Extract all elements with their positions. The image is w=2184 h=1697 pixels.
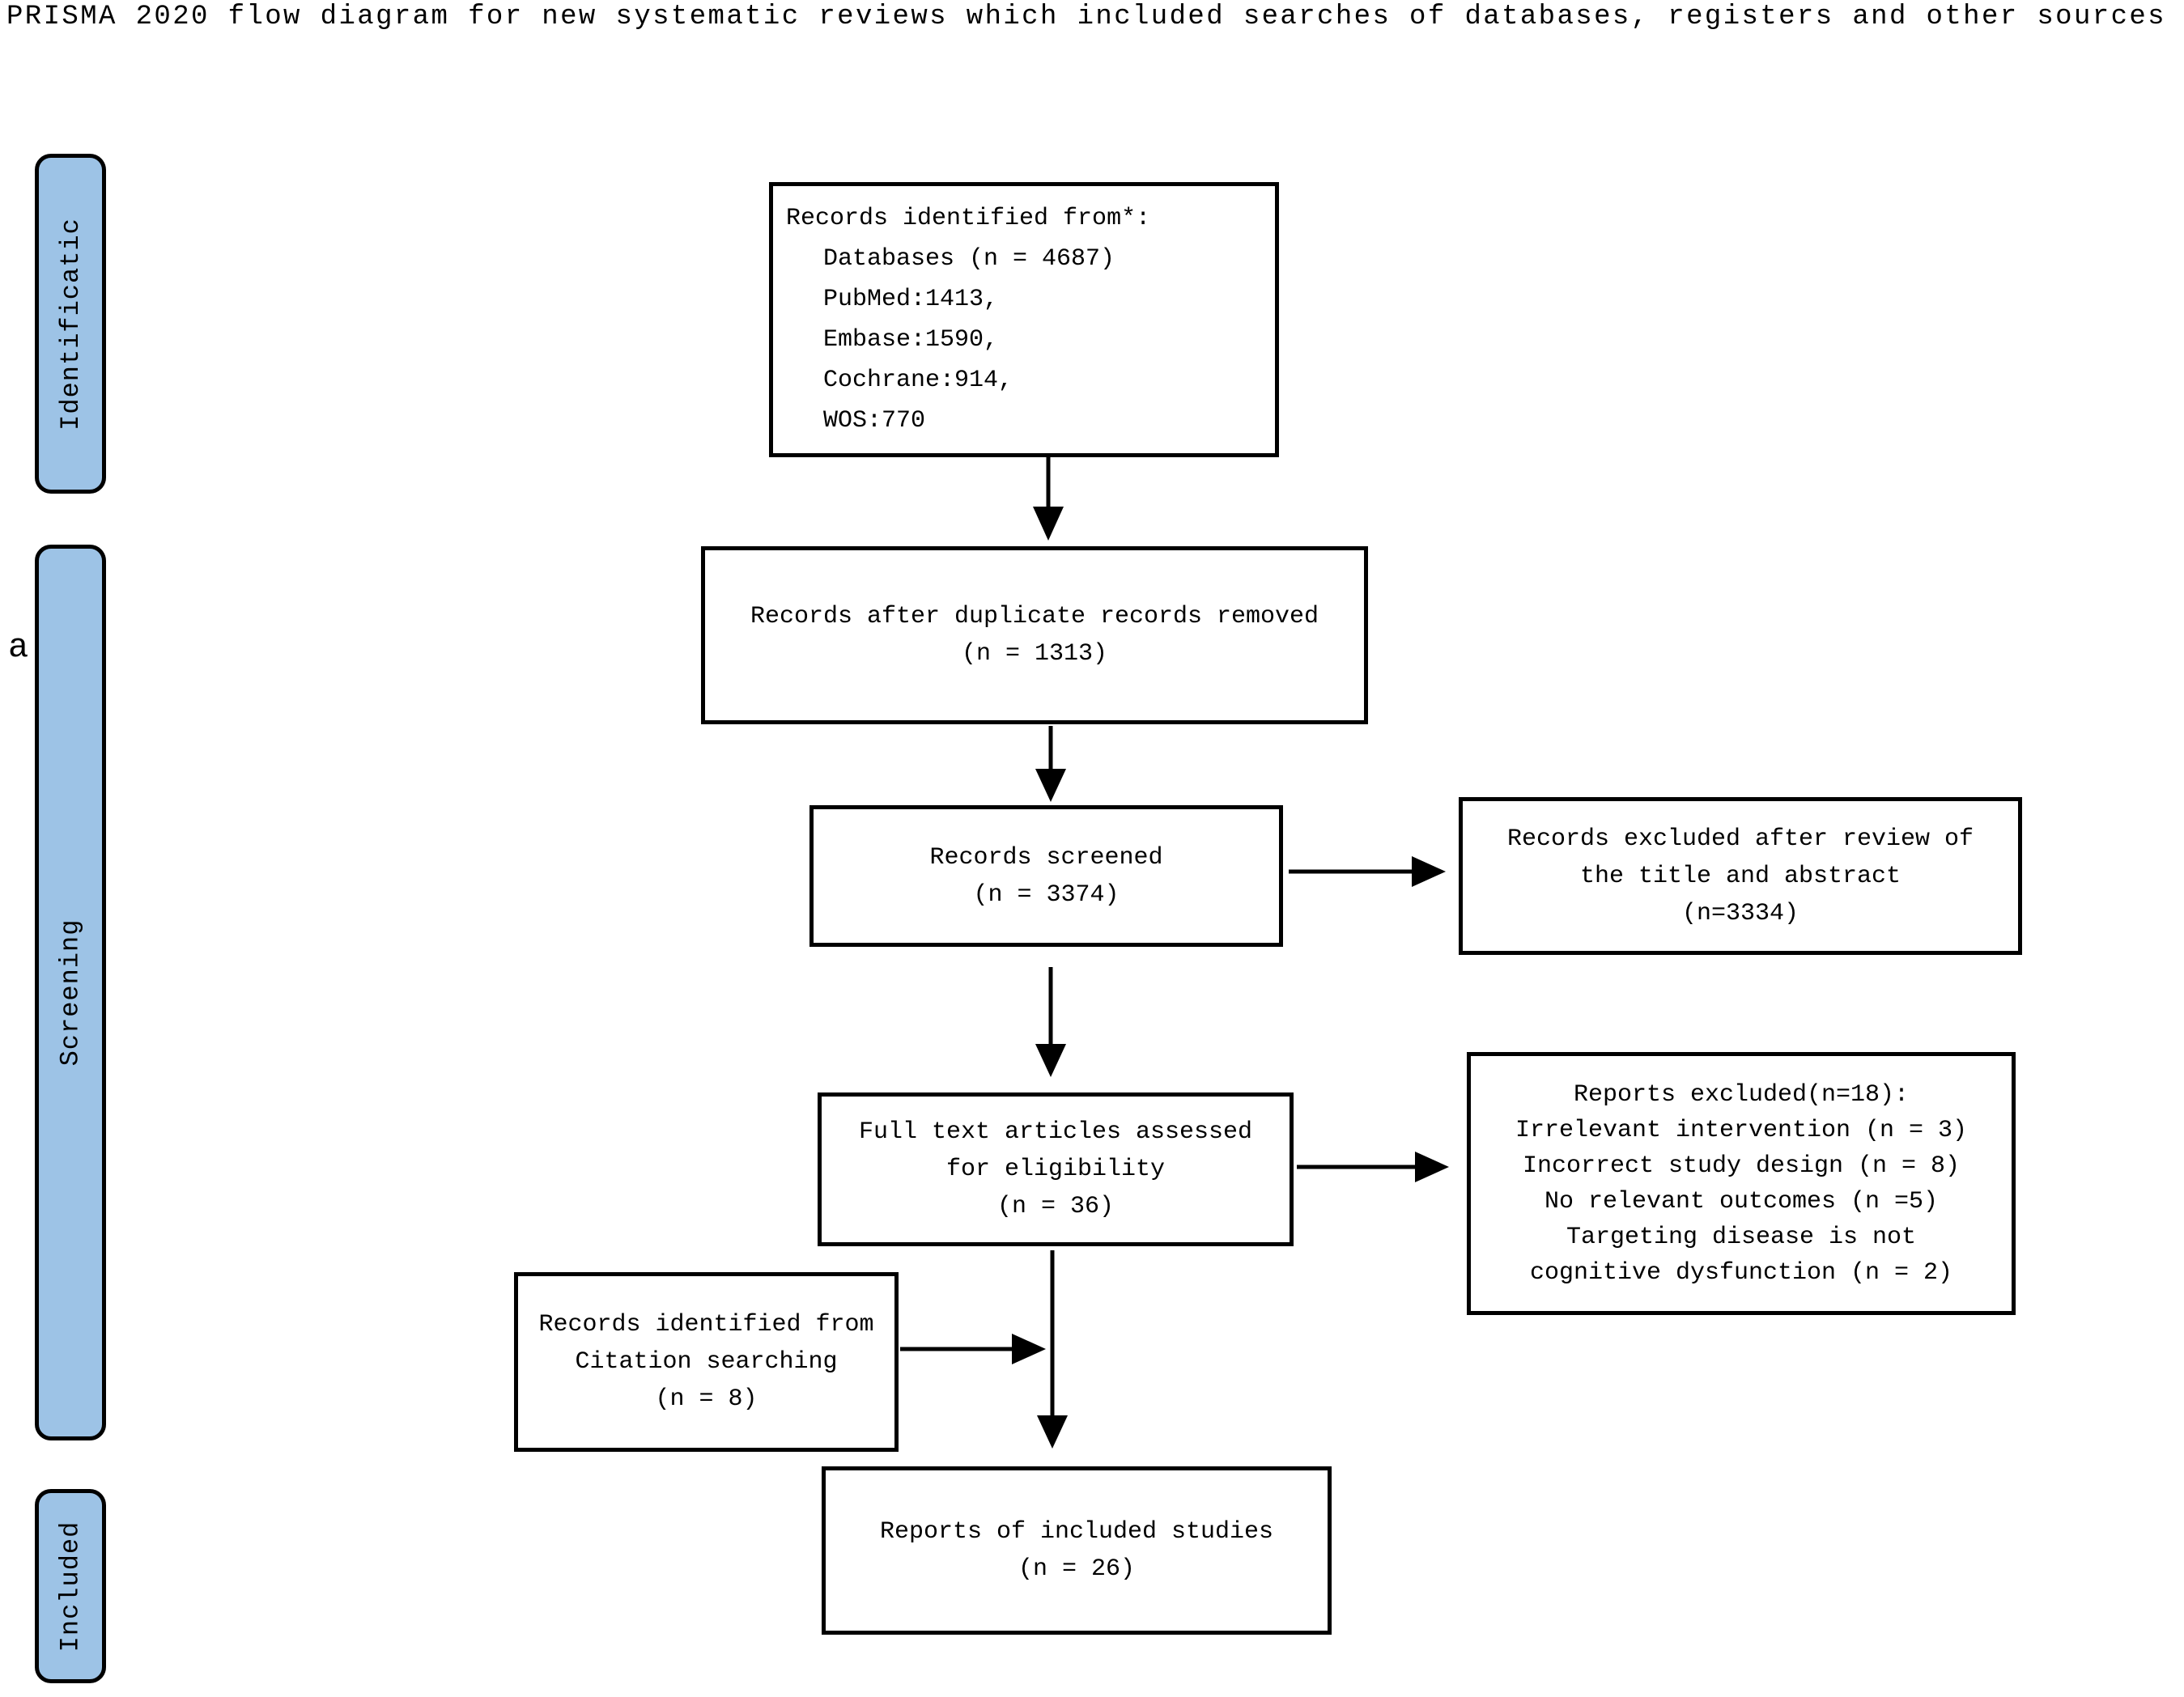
box-records-screened-line: (n = 3374) bbox=[973, 880, 1120, 909]
stage-bar-screening: Screening bbox=[35, 545, 106, 1440]
box-reports-excluded-line: No relevant outcomes (n =5) bbox=[1544, 1187, 1939, 1215]
arrow-screened-to-excluded-icon bbox=[1289, 856, 1446, 887]
box-duplicates-removed-line: Records after duplicate records removed bbox=[750, 603, 1319, 630]
box-fulltext-assessed-line: Full text articles assessed bbox=[858, 1118, 1253, 1146]
arrow-fulltext-to-reports-excluded-icon bbox=[1297, 1152, 1449, 1182]
box-records-excluded: Records excluded after review of the tit… bbox=[1459, 797, 2022, 955]
box-fulltext-assessed: Full text articles assessed for eligibil… bbox=[818, 1092, 1294, 1246]
box-records-excluded-line: Records excluded after review of bbox=[1506, 825, 1974, 853]
arrow-identified-to-duplicates-icon bbox=[1033, 457, 1064, 541]
box-records-identified-line: Embase:1590, bbox=[823, 326, 999, 354]
box-records-excluded-line: the title and abstract bbox=[1579, 862, 1901, 890]
box-reports-excluded-line: cognitive dysfunction (n = 2) bbox=[1529, 1258, 1953, 1287]
box-citation-searching-line: (n = 8) bbox=[655, 1385, 758, 1413]
box-reports-excluded-line: Reports excluded(n=18): bbox=[1573, 1080, 1910, 1109]
box-citation-searching-line: Records identified from bbox=[538, 1311, 874, 1339]
box-included-studies-line: (n = 26) bbox=[1018, 1555, 1136, 1583]
box-citation-searching-line: Citation searching bbox=[575, 1348, 838, 1376]
box-included-studies: Reports of included studies (n = 26) bbox=[822, 1466, 1332, 1635]
stage-bar-identification: Identificatic bbox=[35, 154, 106, 494]
box-duplicates-removed-line: (n = 1313) bbox=[961, 640, 1108, 668]
box-records-screened-line: Records screened bbox=[929, 843, 1163, 872]
arrow-fulltext-to-included-icon bbox=[1037, 1250, 1068, 1449]
arrow-duplicates-to-screened-icon bbox=[1035, 726, 1066, 802]
box-records-identified-line: Records identified from*: bbox=[786, 205, 1151, 232]
stage-label-screening: Screening bbox=[55, 919, 86, 1067]
box-included-studies-line: Reports of included studies bbox=[879, 1518, 1274, 1546]
box-reports-excluded: Reports excluded(n=18): Irrelevant inter… bbox=[1467, 1052, 2016, 1315]
stage-label-included: Included bbox=[55, 1521, 86, 1652]
box-reports-excluded-line: Irrelevant intervention (n = 3) bbox=[1515, 1116, 1968, 1144]
box-reports-excluded-line: Incorrect study design (n = 8) bbox=[1522, 1152, 1961, 1180]
box-duplicates-removed: Records after duplicate records removed … bbox=[701, 546, 1368, 724]
box-records-screened: Records screened (n = 3374) bbox=[809, 805, 1283, 947]
box-fulltext-assessed-line: for eligibility bbox=[945, 1156, 1166, 1183]
box-records-identified-line: Databases (n = 4687) bbox=[823, 245, 1115, 273]
arrow-screened-to-fulltext-icon bbox=[1035, 967, 1066, 1077]
box-reports-excluded-line: Targeting disease is not bbox=[1566, 1223, 1917, 1251]
box-records-identified-line: WOS:770 bbox=[823, 407, 926, 435]
stage-bar-included: Included bbox=[35, 1489, 106, 1683]
side-note-a: a bbox=[8, 628, 29, 667]
box-records-excluded-line: (n=3334) bbox=[1681, 899, 1799, 927]
box-records-identified-line: Cochrane:914, bbox=[823, 367, 1013, 394]
arrow-citation-to-included-icon bbox=[900, 1334, 1046, 1364]
box-records-identified-line: PubMed:1413, bbox=[823, 286, 999, 313]
page-title: PRISMA 2020 flow diagram for new systema… bbox=[6, 2, 2166, 32]
box-records-identified: Records identified from*: Databases (n =… bbox=[769, 182, 1279, 457]
box-citation-searching: Records identified from Citation searchi… bbox=[514, 1272, 899, 1452]
box-fulltext-assessed-line: (n = 36) bbox=[996, 1193, 1115, 1220]
stage-label-identification: Identificatic bbox=[55, 217, 86, 431]
